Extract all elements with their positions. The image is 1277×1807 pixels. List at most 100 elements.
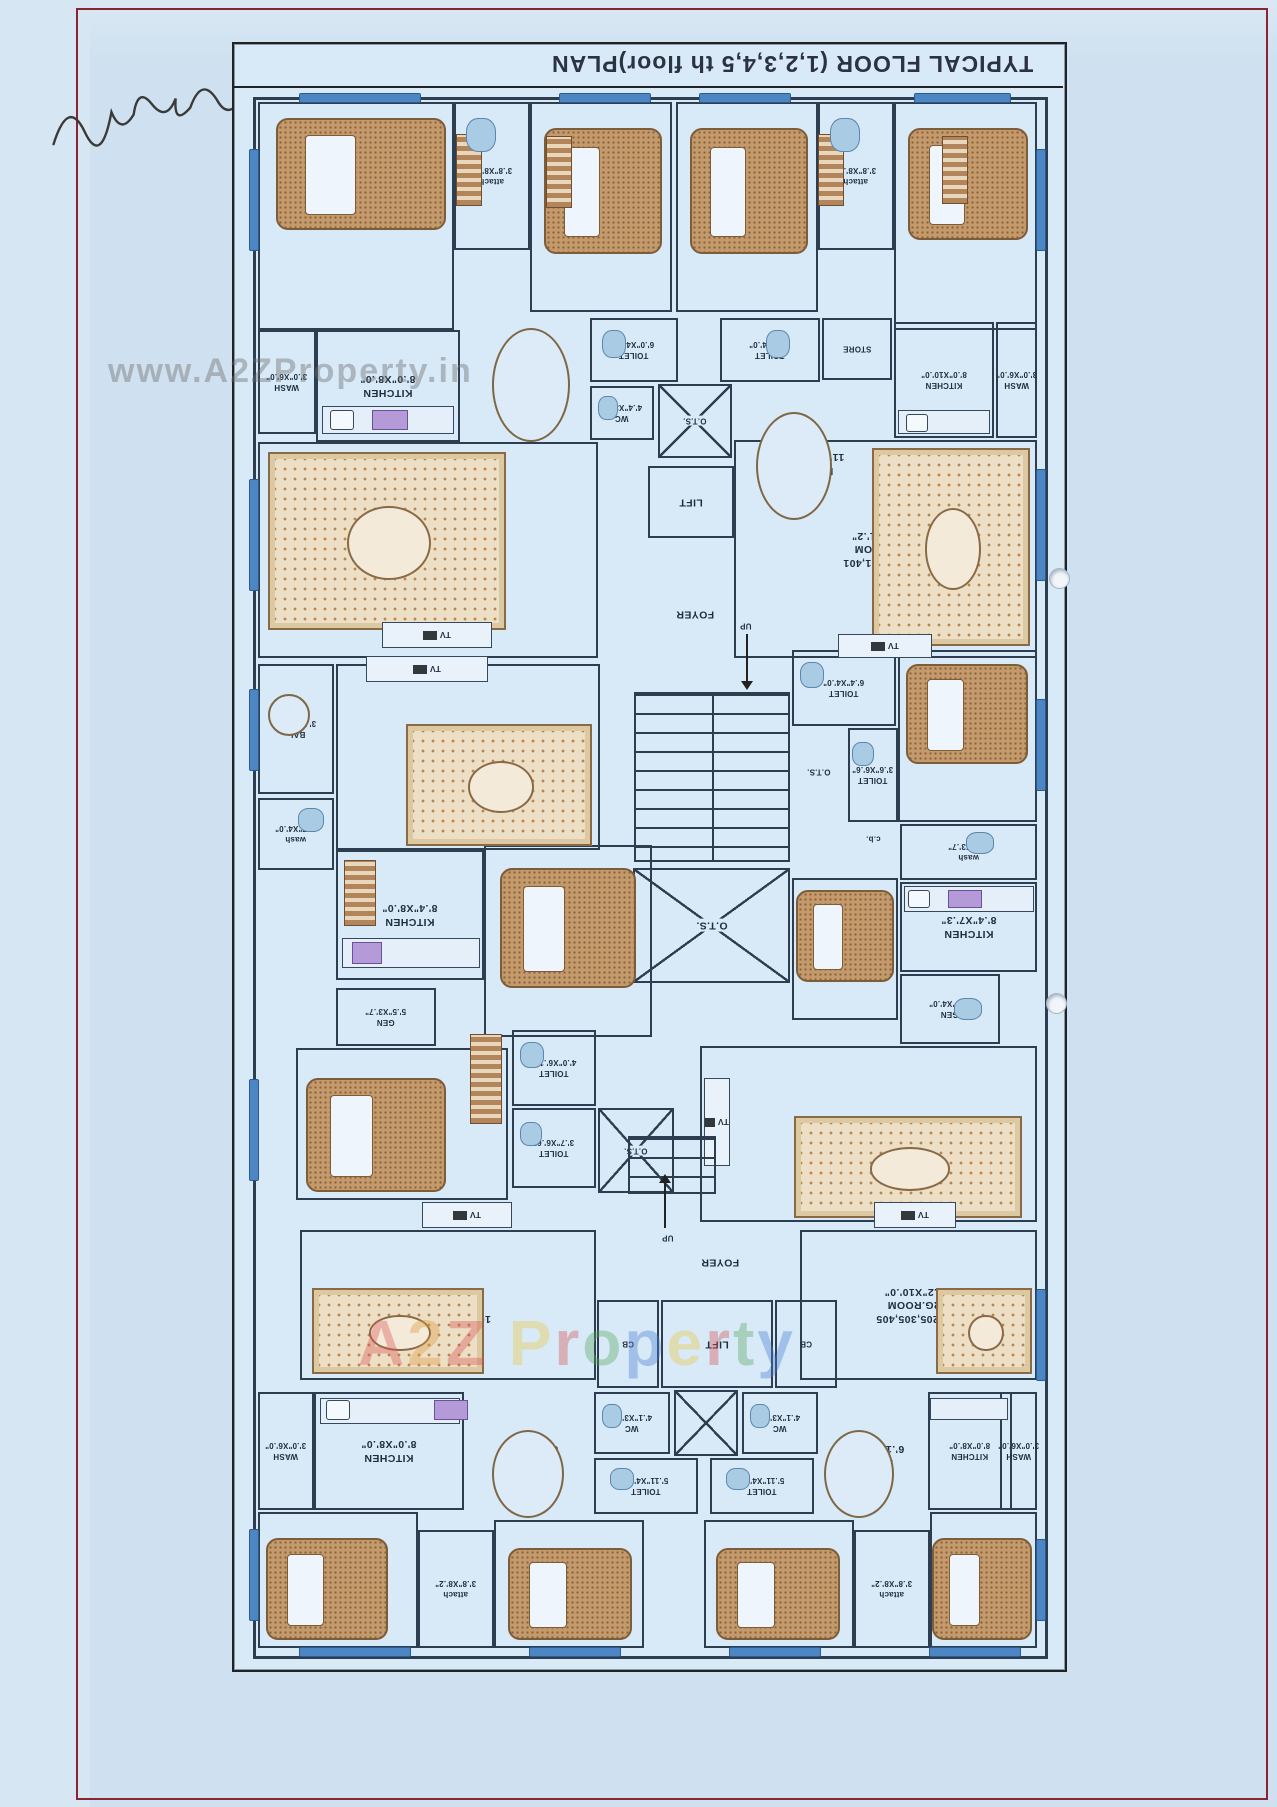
label-line: TOILET <box>539 1149 569 1159</box>
label-line: O.T.S. <box>807 767 831 777</box>
label-line: 3'.8"X8'.2" <box>871 1579 913 1589</box>
room-label-cb-mr: c.b. <box>866 834 881 844</box>
watermark-letter: r <box>705 1307 733 1379</box>
label-line: WASH <box>1004 381 1029 391</box>
staircase-icon <box>628 1136 716 1194</box>
label-line: TOILET <box>747 1487 777 1497</box>
label-line: attach <box>843 177 869 187</box>
room-label-up-b: UP <box>662 1233 674 1243</box>
label-line: KITCHEN <box>951 1452 989 1462</box>
tv-ledge-icon: TV <box>422 1202 512 1228</box>
room-bed-tl: BED ROOM10'.0"X12'.6" <box>258 102 454 330</box>
room-bed-tm1: BED ROOM10'.0"X11'.6" <box>530 102 672 312</box>
label-line: 3'.0"X6'.0" <box>997 1441 1040 1451</box>
bed-icon <box>508 1548 632 1640</box>
room-ots-top: O.T.S. <box>658 384 732 458</box>
window-icon <box>1037 700 1045 790</box>
bed-icon <box>716 1548 840 1640</box>
room-lift-top: LIFT <box>648 466 734 538</box>
label-line: 3'.8"X8'.2" <box>435 1579 477 1589</box>
label-line: 8'.0"X8'.0" <box>949 1441 991 1451</box>
bed-icon <box>306 1078 446 1192</box>
label-line: KITCHEN <box>925 381 963 391</box>
room-cb-mr: c.b. <box>848 824 898 854</box>
staircase-icon <box>634 692 790 862</box>
room-foyer-top: FOYER <box>598 540 792 688</box>
room-ots-mr: O.T.S. <box>792 728 846 816</box>
watermark-letter: t <box>732 1307 758 1379</box>
balcony-table-icon <box>268 694 310 736</box>
room-up-top: UP <box>724 616 768 636</box>
room-label-ots-mr: O.T.S. <box>807 767 830 777</box>
window-icon <box>250 150 258 250</box>
watermark-letter <box>488 1307 509 1379</box>
window-icon <box>1037 470 1045 580</box>
wardrobe-icon <box>942 136 968 204</box>
tv-ledge-icon: TV <box>366 656 488 682</box>
label-line: 3'.0"X6'.0" <box>995 370 1038 380</box>
room-shaft-b <box>674 1390 738 1456</box>
label-line: LIFT <box>679 496 703 509</box>
room-label-cb-b2: CB <box>800 1339 812 1349</box>
window-icon <box>300 1648 410 1656</box>
toilet-fixture-icon <box>298 808 324 832</box>
toilet-fixture-icon <box>466 118 496 152</box>
window-icon <box>915 94 1010 102</box>
room-label-foyer-b: FOYER <box>701 1256 739 1268</box>
tv-label: TV <box>918 1210 929 1220</box>
label-line: 5'.5"X3'.7" <box>365 1007 407 1017</box>
room-bed-bm2: BED ROOM10'.0"X11'.6" <box>704 1520 854 1648</box>
tv-ledge-icon: TV <box>382 622 492 648</box>
room-cb-b1: CB <box>597 1300 659 1388</box>
window-icon <box>700 94 790 102</box>
hole-punch-bottom <box>1046 993 1067 1014</box>
bed-icon <box>500 868 636 988</box>
room-bal-l: BAL.3'.7"X7'.4" <box>258 664 334 794</box>
room-bed-mr: BED ROOM12'.4"X10'.9" <box>898 650 1037 822</box>
label-line: TOILET <box>829 689 859 699</box>
label-line: WASH <box>273 1452 299 1462</box>
stove-icon <box>352 942 382 964</box>
watermark-letter: r <box>554 1307 583 1379</box>
room-bed-ll: BED ROOM11'.11"X10'.10" <box>296 1048 508 1200</box>
sofa-rug-icon <box>936 1288 1032 1374</box>
label-line: TOILET <box>858 776 888 786</box>
tv-set-icon <box>901 1210 916 1220</box>
tv-set-icon <box>871 641 886 651</box>
window-icon <box>560 94 650 102</box>
room-bed-tr: BED ROOM10'.0"X12'.6" <box>894 102 1037 330</box>
label-line: UP <box>740 621 752 631</box>
room-wash-mr: wash6'.6"X3'.7" <box>900 824 1037 880</box>
label-line: STORE <box>842 344 872 354</box>
label-line: 8'.0"X10'.0" <box>921 370 967 380</box>
sink-icon <box>330 410 354 430</box>
toilet-fixture-icon <box>830 118 860 152</box>
room-label-foyer-top: FOYER <box>676 608 714 620</box>
window-icon <box>300 94 420 102</box>
room-lift-b: LIFT <box>661 1300 773 1388</box>
room-bed-bl2: BED ROOM10'.0"X12'.6" <box>258 1512 418 1648</box>
tv-label: TV <box>430 664 441 674</box>
dining-table-icon <box>824 1430 894 1518</box>
dining-table-icon <box>756 412 832 520</box>
watermark-letter: 2 <box>407 1307 446 1379</box>
toilet-fixture-icon <box>602 1404 622 1428</box>
toilet-fixture-icon <box>598 396 618 420</box>
wardrobe-icon <box>344 860 376 926</box>
bed-icon <box>932 1538 1032 1640</box>
